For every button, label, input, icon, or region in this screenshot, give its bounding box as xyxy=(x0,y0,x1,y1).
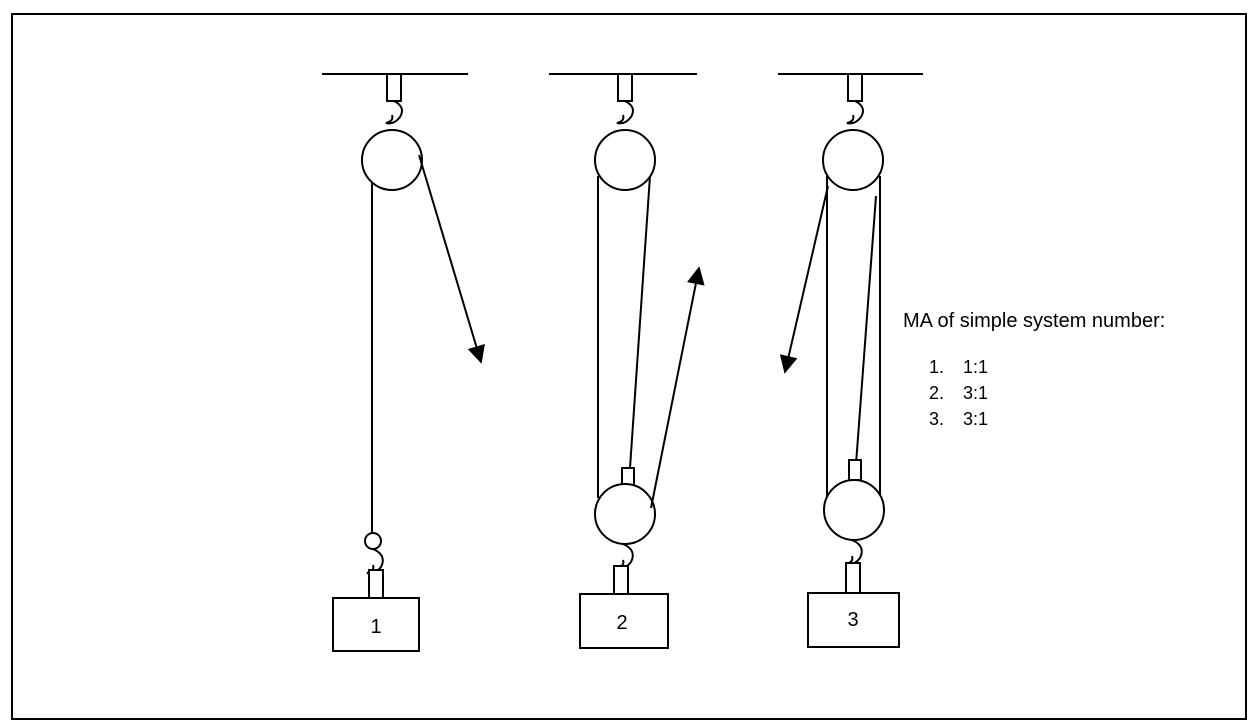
legend-item-ratio: 3:1 xyxy=(963,383,988,403)
moving-pulley xyxy=(823,479,885,541)
moving-pulley xyxy=(594,483,656,545)
pull-arrow xyxy=(418,154,485,364)
ceiling-mount xyxy=(617,73,633,102)
legend-item-index: 3. xyxy=(929,409,944,429)
load-box xyxy=(579,593,669,649)
hook xyxy=(846,100,864,125)
pulley-system-3 xyxy=(778,73,923,648)
load-mount xyxy=(613,565,629,595)
load-number-2: 2 xyxy=(616,612,627,634)
legend-item-index: 2. xyxy=(929,383,944,403)
legend-item-index: 1. xyxy=(929,357,944,377)
fixed-pulley xyxy=(822,129,884,191)
legend-title: MA of simple system number: xyxy=(903,310,1165,332)
pull-arrow xyxy=(650,266,705,509)
load-mount xyxy=(368,569,384,599)
mechanical-advantage-legend: MA of simple system number: 1. 1:1 2. 3:… xyxy=(903,310,1165,429)
load-mount xyxy=(845,562,861,594)
load-number-1: 1 xyxy=(370,616,381,638)
legend-item-ratio: 1:1 xyxy=(963,357,988,377)
ceiling-mount xyxy=(847,73,863,102)
legend-item-ratio: 3:1 xyxy=(963,409,988,429)
load-hook xyxy=(616,543,634,570)
rope-diagonal xyxy=(629,175,651,469)
fixed-pulley xyxy=(361,129,423,191)
ceiling-mount xyxy=(386,73,402,102)
diagram-border xyxy=(11,13,1247,720)
load-box xyxy=(332,597,420,652)
pull-arrow xyxy=(779,185,829,374)
rope-eye xyxy=(364,532,382,550)
moving-pulley-mount xyxy=(848,459,862,481)
fixed-pulley xyxy=(594,129,656,191)
hook xyxy=(385,100,403,125)
pulley-system-1 xyxy=(322,73,485,652)
hook xyxy=(616,100,634,125)
load-number-3: 3 xyxy=(847,609,858,631)
rope-diagonal xyxy=(855,195,877,465)
pulley-system-2 xyxy=(549,73,705,649)
load-box xyxy=(807,592,900,648)
load-hook xyxy=(845,539,863,566)
